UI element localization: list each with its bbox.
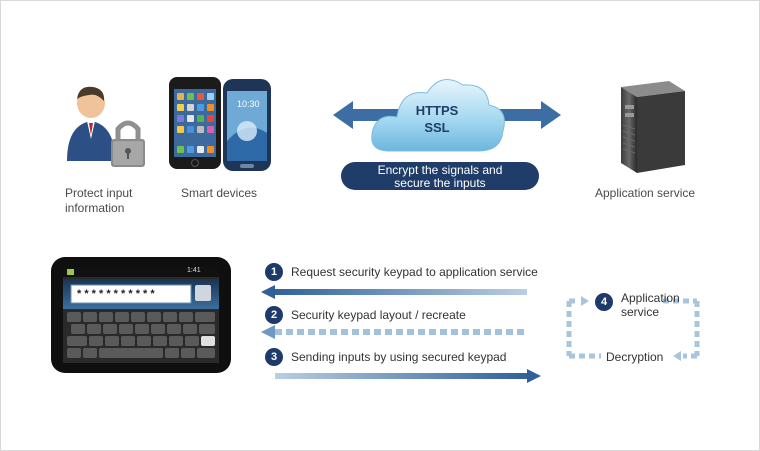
step2-text: Security keypad layout / recreate [291,308,466,322]
application-service-label: Application service [595,186,696,200]
step2-number: 2 [265,306,283,324]
step1-arrow [261,285,527,299]
cloud-https-label: HTTPS [415,103,459,118]
encrypt-label: Encrypt the signals and secure the input… [377,163,503,190]
step3-text: Sending inputs by using secured keypad [291,350,507,364]
password-mask: * * * * * * * * * * * [77,288,155,300]
cloud-ssl-label: SSL [424,120,450,135]
step3-number: 3 [265,348,283,366]
server-icon [621,81,685,173]
iphone-icon [169,77,221,169]
smart-devices-label: Smart devices [181,186,258,200]
step1-number: 1 [265,263,283,281]
step3-arrow [275,369,541,383]
loop-arrowhead-bottom [673,351,681,361]
person-lock-icon [67,86,145,167]
step4-number: 4 [595,293,613,311]
step2-dashed-arrow [261,325,527,339]
cloud-icon [371,79,505,152]
tablet-icon [51,257,231,373]
galaxy-phone-icon: 10:30 [223,79,271,171]
encrypt-pill: Encrypt the signals and secure the input… [341,162,539,190]
decryption-label: Decryption [606,350,664,364]
protect-input-label: Protect input information [65,186,133,215]
tablet-status-time: 1:41 [187,267,201,274]
loop-arrowhead-top [581,296,589,306]
decryption-loop [566,298,700,359]
step1-text: Request security keypad to application s… [291,265,538,279]
step4-text: Application service [621,291,680,319]
svg-text:10:30: 10:30 [237,99,260,109]
